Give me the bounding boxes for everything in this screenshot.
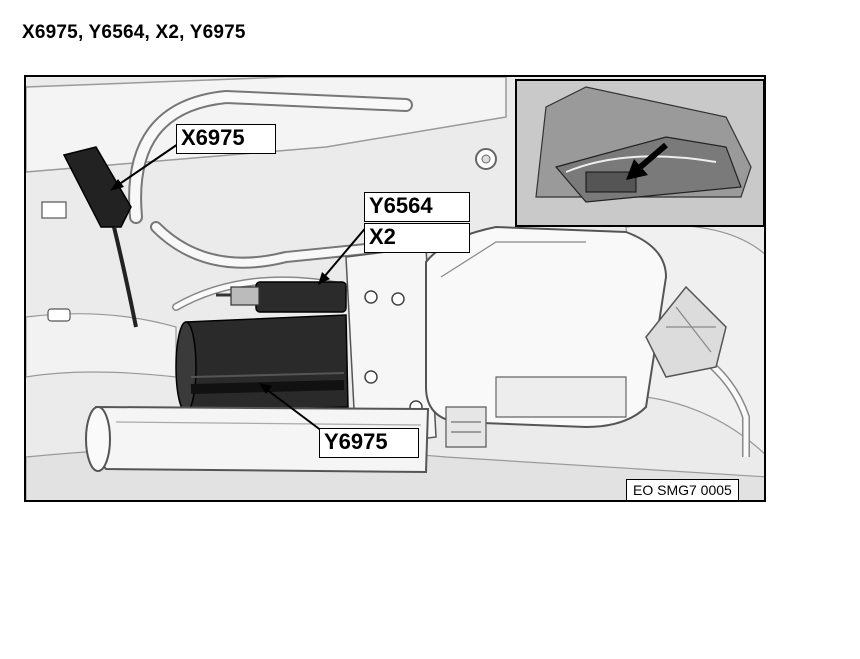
overview-inset xyxy=(515,79,764,227)
callout-y6975: Y6975 xyxy=(319,428,419,458)
callout-x2: X2 xyxy=(364,223,470,253)
page-title: X6975, Y6564, X2, Y6975 xyxy=(22,22,246,43)
callout-y6564: Y6564 xyxy=(364,192,470,222)
callout-x6975: X6975 xyxy=(176,124,276,154)
component-location-figure: X6975 Y6564 X2 Y6975 EO SMG7 0005 xyxy=(24,75,766,502)
document-code-label: EO SMG7 0005 xyxy=(626,479,739,500)
engine-bay-illustration xyxy=(26,77,764,500)
